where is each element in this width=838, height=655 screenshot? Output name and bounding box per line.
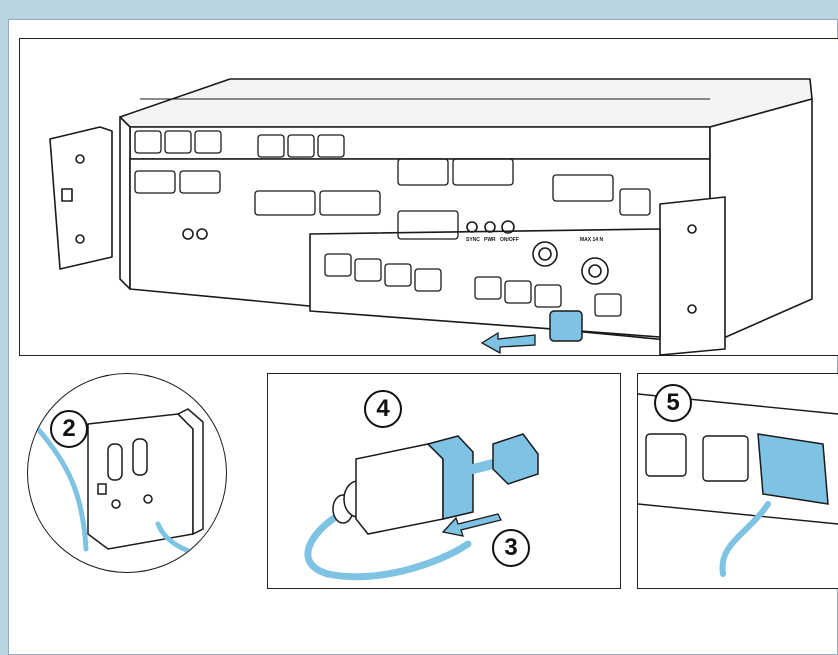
step-3-badge: 3 — [492, 529, 530, 567]
pull-direction-arrow — [482, 333, 535, 353]
step-3-4-detail: 4 3 — [267, 373, 621, 589]
figure-panel: SYNC PWR ON/OFF MAX 14 N — [8, 19, 838, 655]
main-equipment-view: SYNC PWR ON/OFF MAX 14 N — [19, 38, 838, 356]
power-connector-highlight — [550, 311, 582, 341]
step-5-detail: 5 — [637, 373, 838, 589]
step-2-badge: 2 — [50, 410, 88, 448]
on-off-label: ON/OFF — [500, 237, 519, 243]
pwr-label: PWR — [484, 237, 496, 243]
radio-unit-illustration: SYNC PWR ON/OFF MAX 14 N — [20, 39, 838, 355]
step-2-detail: 2 — [27, 373, 227, 573]
max-force-label: MAX 14 N — [580, 237, 603, 243]
step-4-badge: 4 — [364, 390, 402, 428]
sync-label: SYNC — [466, 237, 480, 243]
step-5-badge: 5 — [654, 384, 692, 422]
bracket-cable-illustration — [28, 374, 226, 572]
power-cable-plug-illustration — [268, 374, 620, 588]
